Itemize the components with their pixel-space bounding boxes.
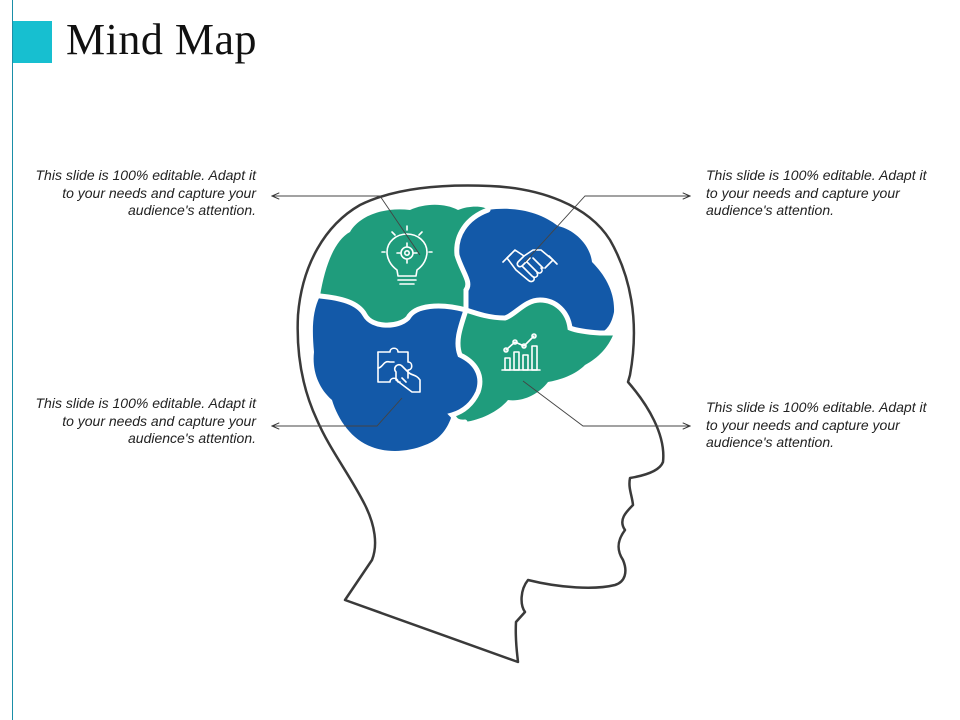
title-accent-block (13, 21, 52, 63)
brain-lobe-top-left (320, 204, 488, 326)
growth-chart-icon (501, 333, 541, 371)
note-bottom-right: This slide is 100% editable. Adapt it to… (706, 399, 927, 450)
left-rule (12, 0, 13, 720)
lobe-divider-horizontal (317, 293, 619, 336)
note-bottom-left: This slide is 100% editable. Adapt it to… (35, 395, 257, 446)
slide-title: Mind Map (66, 15, 257, 64)
connector-bottom-right (522, 380, 690, 426)
connector-top-right (524, 196, 690, 263)
handshake-icon (502, 249, 558, 283)
connector-bottom-left (272, 397, 403, 426)
lobe-divider (447, 207, 491, 425)
note-top-left: This slide is 100% editable. Adapt it to… (35, 167, 257, 218)
puzzle-hand-icon (377, 347, 421, 393)
lightbulb-gear-icon (381, 225, 433, 285)
connector-top-left (272, 196, 421, 256)
note-top-right: This slide is 100% editable. Adapt it to… (706, 167, 927, 218)
